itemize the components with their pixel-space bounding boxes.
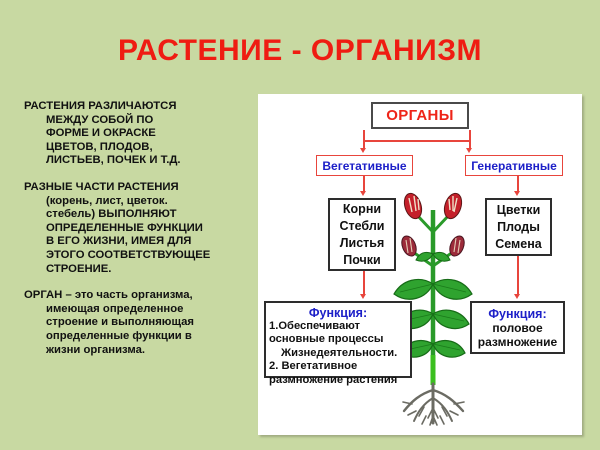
box-generative-function[interactable]: Функция: половое размножение (470, 301, 565, 354)
connector-line (469, 140, 471, 149)
text-line: СТРОЕНИЕ. (46, 262, 112, 275)
text-line: ОРГАН – это часть организма, (24, 289, 193, 302)
arrow-head-icon (514, 294, 520, 299)
connector-line (469, 130, 471, 141)
connector-line (517, 256, 519, 295)
box-vegetative-organs[interactable]: Корни Стебли Листья Почки (328, 198, 396, 271)
arrow-head-icon (514, 191, 520, 196)
text-line: РАСТЕНИЯ РАЗЛИЧАЮТСЯ (24, 100, 177, 112)
text-line: жизни организма. (46, 343, 145, 356)
function-line: размножение (477, 334, 558, 349)
box-generative-label: Генеративные (471, 158, 557, 173)
paragraph-plant-parts: РАЗНЫЕ ЧАСТИ РАСТЕНИЯ (корень, лист, цве… (24, 181, 246, 276)
text-line: В ЕГО ЖИЗНИ, ИМЕЯ ДЛЯ (46, 235, 192, 248)
text-line: ФОРМЕ И ОКРАСКЕ (46, 127, 156, 140)
organ-item: Листья (339, 235, 385, 250)
text-line: ЛИСТЬЕВ, ПОЧЕК И Т.Д. (46, 154, 181, 167)
paragraph-organ-definition: ОРГАН – это часть организма, имеющая опр… (24, 289, 246, 357)
connector-line (363, 130, 365, 141)
text-line: определенные функции в (46, 329, 192, 342)
organ-item: Семена (495, 236, 542, 251)
plant-illustration-image (393, 192, 473, 426)
function-line: Жизнедеятельности. (281, 346, 398, 359)
function-line: размножение растения (269, 373, 398, 386)
arrow-head-icon (360, 148, 366, 153)
text-line: имеющая определенное (46, 302, 184, 315)
text-line: строение и выполняющая (46, 316, 194, 329)
box-generative-organs[interactable]: Цветки Плоды Семена (485, 198, 552, 256)
text-line: стебель) ВЫПОЛНЯЮТ (46, 208, 177, 221)
organ-item: Стебли (339, 218, 385, 233)
connector-line (363, 140, 365, 149)
function-line: половое (492, 320, 543, 335)
function-line: основные процессы (269, 333, 384, 346)
connector-line (517, 176, 519, 192)
text-line: РАЗНЫЕ ЧАСТИ РАСТЕНИЯ (24, 180, 179, 193)
organ-item: Корни (342, 201, 382, 216)
organ-item: Почки (343, 252, 381, 267)
text-line: МЕЖДУ СОБОЙ ПО (46, 113, 154, 126)
text-line: ОПРЕДЕЛЕННЫЕ ФУНКЦИИ (46, 221, 203, 234)
text-line: (корень, лист, цветок. (46, 194, 168, 207)
arrow-head-icon (360, 294, 366, 299)
box-organy[interactable]: ОРГАНЫ (371, 102, 469, 129)
page-title: РАСТЕНИЕ - ОРГАНИЗМ (117, 34, 483, 67)
function-header: Функция: (308, 306, 368, 320)
box-organy-label: ОРГАНЫ (386, 107, 454, 124)
paragraph-plants-differ: РАСТЕНИЯ РАЗЛИЧАЮТСЯ МЕЖДУ СОБОЙ ПО ФОРМ… (24, 100, 246, 168)
connector-line (363, 176, 365, 192)
function-line: 1.Обеспечивают (269, 320, 361, 332)
box-vegetative[interactable]: Вегетативные (316, 155, 413, 176)
text-line: ЭТОГО СООТВЕТСТВУЮЩЕЕ (46, 248, 211, 261)
diagram-panel: ОРГАНЫ Вегетативные Генеративные Корни С… (258, 94, 582, 435)
function-line: 2. Вегетативное (269, 360, 358, 373)
text-column: РАСТЕНИЯ РАЗЛИЧАЮТСЯ МЕЖДУ СОБОЙ ПО ФОРМ… (24, 100, 246, 370)
organ-item: Плоды (497, 219, 540, 234)
box-vegetative-label: Вегетативные (322, 158, 407, 173)
organ-item: Цветки (496, 202, 541, 217)
text-line: ЦВЕТОВ, ПЛОДОВ, (46, 140, 153, 153)
box-vegetative-function[interactable]: Функция: 1.Обеспечивают основные процесс… (264, 301, 412, 386)
arrow-head-icon (466, 148, 472, 153)
function-header: Функция: (488, 306, 547, 321)
arrow-head-icon (360, 191, 366, 196)
connector-line (363, 271, 365, 295)
connector-line (364, 140, 470, 142)
box-generative[interactable]: Генеративные (465, 155, 563, 176)
